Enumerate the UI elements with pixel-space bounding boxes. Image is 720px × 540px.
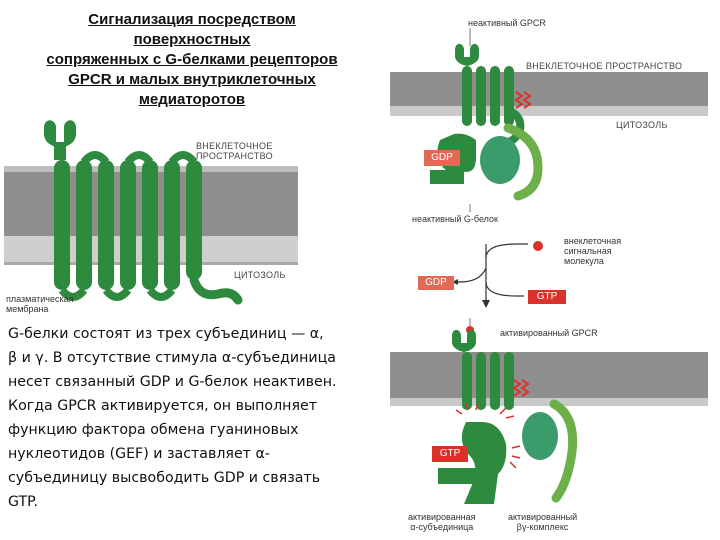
activated-alpha-label: активированная α-субъединица [408, 512, 476, 532]
gtp-bottom-text: GTP [432, 448, 468, 459]
right-top-membrane [390, 72, 708, 106]
gtp-mid-text: GTP [528, 291, 566, 302]
signal-molecule-label: внеклеточная сигнальная молекула [564, 236, 621, 266]
gdp-mid-text: GDP [418, 277, 454, 288]
right-cytosol-label: ЦИТОЗОЛЬ [616, 120, 668, 130]
signal-molecule-dot [533, 241, 543, 251]
inactive-gpcr-label: неактивный GPCR [468, 18, 546, 28]
activated-gpcr-label: активированный GPCR [500, 328, 598, 338]
right-bottom-membrane [390, 352, 708, 398]
activated-betagamma-label: активированный βγ-комплекс [508, 512, 577, 532]
bottom-betagamma-complex [522, 404, 573, 498]
right-extracellular-label: ВНЕКЛЕТОЧНОЕ ПРОСТРАНСТВО [526, 61, 682, 71]
gdp-top-text: GDP [424, 152, 460, 163]
bottom-alpha-subunit [438, 422, 506, 504]
inactive-gprotein-label: неактивный G-белок [412, 214, 498, 224]
